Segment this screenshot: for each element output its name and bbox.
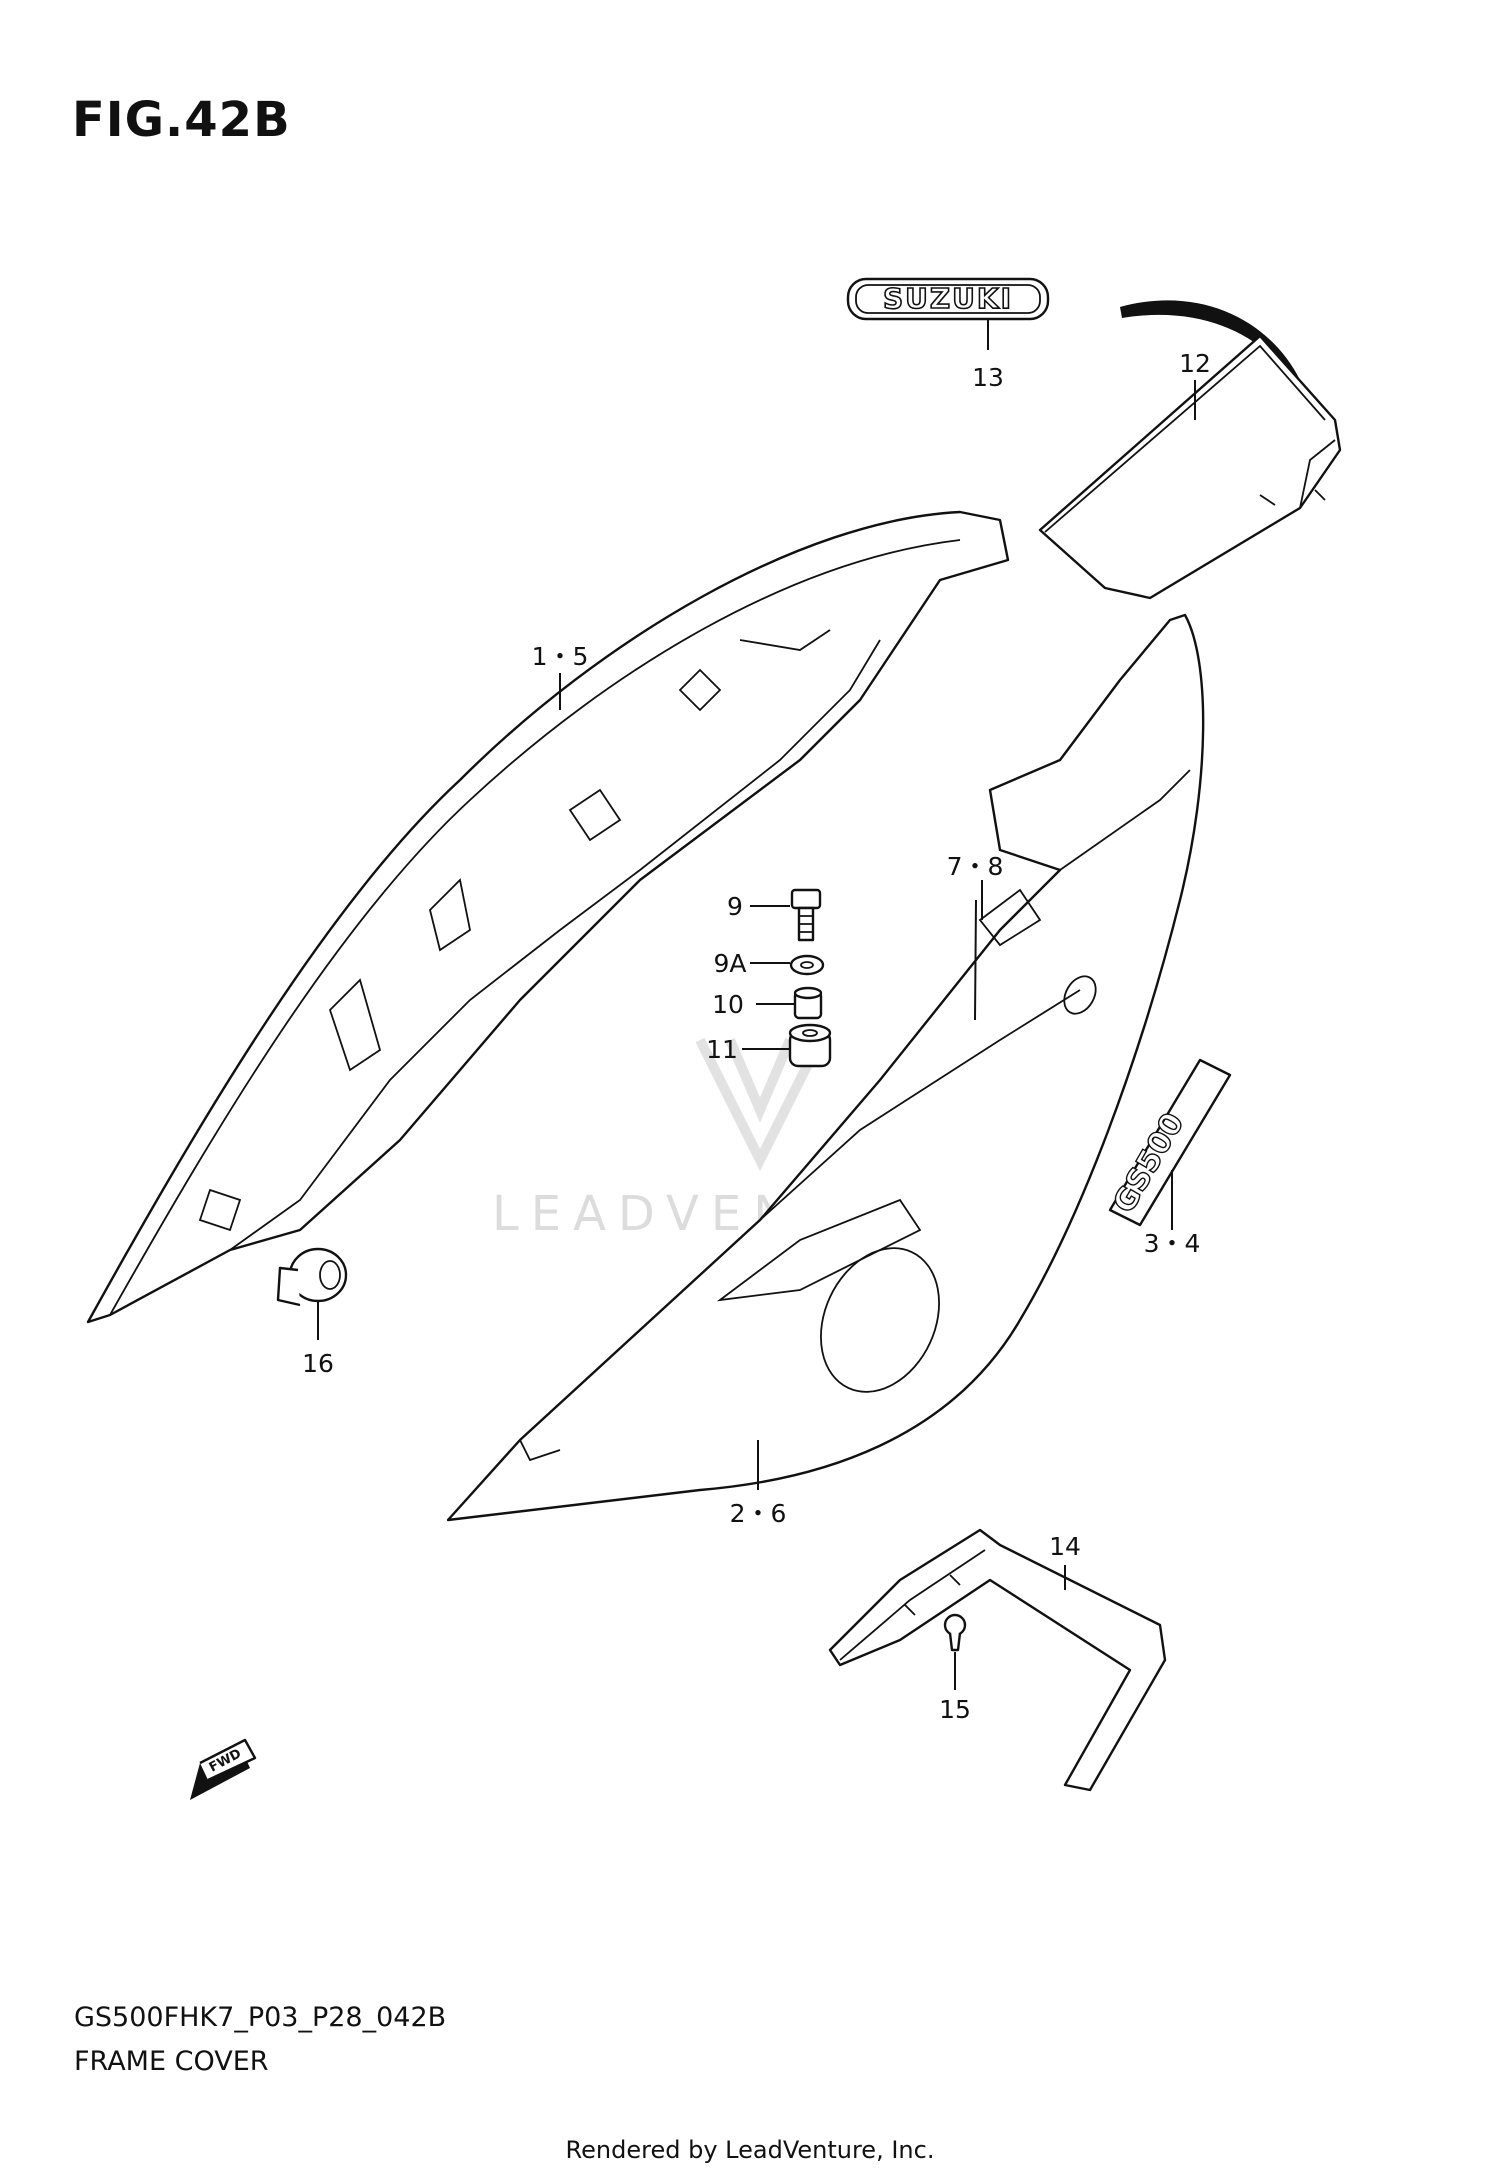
fwd-arrow-icon: FWD xyxy=(190,1738,257,1800)
callout-9A: 9A xyxy=(713,949,746,978)
washer-9A[interactable] xyxy=(789,954,825,976)
callout-3-4: 3・4 xyxy=(1144,1229,1201,1258)
callout-14: 14 xyxy=(1049,1532,1081,1561)
diagram-code: GS500FHK7_P03_P28_042B xyxy=(74,2002,447,2033)
section-name: FRAME COVER xyxy=(74,2046,269,2077)
suzuki-emblem[interactable]: SUZUKI xyxy=(846,277,1050,321)
callout-11: 11 xyxy=(706,1035,738,1064)
callout-10: 10 xyxy=(712,990,744,1019)
callout-12: 12 xyxy=(1179,349,1211,378)
cushion-11[interactable] xyxy=(788,1023,832,1068)
left-frame-cover[interactable] xyxy=(86,510,1010,1324)
clip-15[interactable] xyxy=(943,1613,967,1652)
callout-13: 13 xyxy=(972,363,1004,392)
leader-lines xyxy=(317,320,1196,1690)
callout-1-5: 1・5 xyxy=(532,642,589,671)
right-frame-cover[interactable] xyxy=(446,613,1205,1522)
tail-cover[interactable] xyxy=(1038,334,1342,600)
callout-7-8: 7・8 xyxy=(947,852,1004,881)
callout-16: 16 xyxy=(302,1349,334,1378)
collar-10[interactable] xyxy=(793,986,823,1020)
callout-labels: 13 12 1・5 7・8 9 9A 10 11 3・4 16 2・6 14 1… xyxy=(302,349,1211,1724)
callout-2-6: 2・6 xyxy=(730,1499,787,1528)
footer-credit: Rendered by LeadVenture, Inc. xyxy=(565,2136,935,2164)
bolt-9[interactable] xyxy=(790,888,822,942)
grommet-16[interactable] xyxy=(276,1247,348,1307)
figure-title: FIG.42B xyxy=(72,92,291,148)
gs500-emblem[interactable]: GS500 xyxy=(1106,1058,1232,1227)
bracket-14[interactable] xyxy=(828,1528,1167,1792)
suzuki-emblem-text: SUZUKI xyxy=(883,282,1013,315)
callout-9: 9 xyxy=(727,892,743,921)
callout-15: 15 xyxy=(939,1695,971,1724)
